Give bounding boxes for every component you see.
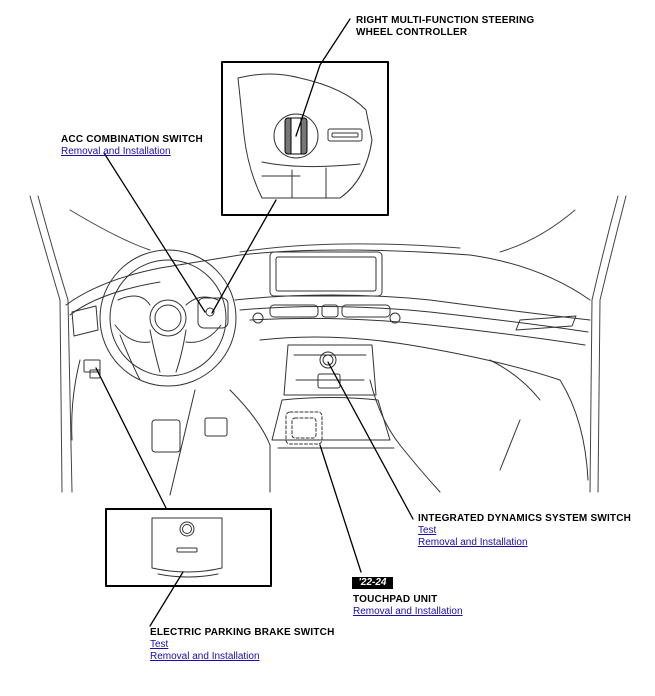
ids-switch-removal-link[interactable]: Removal and Installation (418, 537, 528, 548)
steering-controller-title-line1: RIGHT MULTI-FUNCTION STEERING (356, 15, 535, 26)
ids-switch-title: INTEGRATED DYNAMICS SYSTEM SWITCH (418, 513, 632, 524)
cabin-outline (29, 195, 627, 493)
ids-switch-test-link[interactable]: Test (418, 525, 437, 536)
steering-controller-inset (221, 61, 389, 216)
ids-switch (319, 351, 337, 369)
epb-inset (105, 508, 272, 587)
vents (71, 304, 577, 337)
center-display (269, 251, 383, 297)
steering-controller-title-line2: WHEEL CONTROLLER (356, 27, 468, 38)
dashboard (65, 249, 591, 496)
touchpad-label: TOUCHPAD UNIT Removal and Installation (353, 594, 463, 618)
steering-controller-title: RIGHT MULTI-FUNCTION STEERING WHEEL CONT… (356, 15, 534, 39)
acc-switch-removal-link[interactable]: Removal and Installation (61, 146, 171, 157)
touchpad-unit (285, 411, 323, 445)
acc-switch-label: ACC COMBINATION SWITCH Removal and Insta… (61, 134, 203, 158)
touchpad-removal-link[interactable]: Removal and Installation (353, 606, 463, 617)
steering-wheel (99, 249, 237, 387)
epb-switch-test-link[interactable]: Test (150, 639, 169, 650)
epb-location (83, 359, 101, 379)
model-year-badge: '22-24 (352, 577, 393, 589)
ids-switch-label: INTEGRATED DYNAMICS SYSTEM SWITCH Test R… (418, 513, 631, 549)
epb-switch-title: ELECTRIC PARKING BRAKE SWITCH (150, 627, 335, 638)
acc-switch-title: ACC COMBINATION SWITCH (61, 134, 203, 145)
leader-lines (95, 18, 414, 627)
epb-switch-removal-link[interactable]: Removal and Installation (150, 651, 260, 662)
pedals (151, 417, 228, 453)
touchpad-title: TOUCHPAD UNIT (353, 594, 438, 605)
epb-switch-label: ELECTRIC PARKING BRAKE SWITCH Test Remov… (150, 627, 335, 663)
